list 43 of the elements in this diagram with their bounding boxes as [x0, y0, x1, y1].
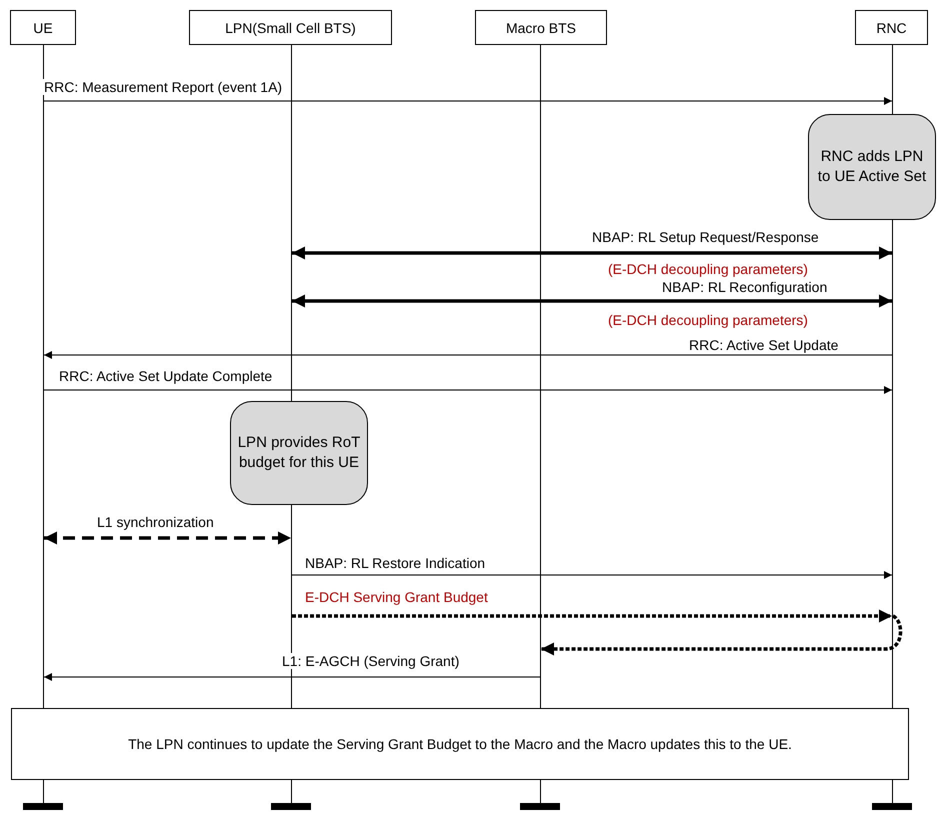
note-box [11, 708, 909, 780]
message-arrow [44, 532, 291, 544]
message-arrow [44, 97, 892, 105]
message-arrow [292, 294, 892, 308]
message-label: E-DCH Serving Grant Budget [303, 589, 490, 605]
message-label: RRC: Active Set Update [687, 337, 840, 353]
message-label: NBAP: RL Restore Indication [303, 555, 488, 571]
participant-box [189, 10, 392, 45]
lifeline [291, 45, 292, 803]
message-arrow [44, 351, 892, 359]
message-label: RRC: Active Set Update Complete [57, 368, 274, 384]
message-label: NBAP: RL Reconfiguration [660, 279, 830, 295]
note-text: The LPN continues to update the Serving Grant Budget to the Macro and the Macro updates this to the UE. [128, 736, 792, 752]
note-text: RNC adds LPN to UE Active Set [816, 146, 928, 187]
lifeline-end-bar [520, 803, 560, 810]
parameter-note: (E-DCH decoupling parameters) [606, 261, 810, 277]
note-box [230, 401, 368, 505]
message-arrow [44, 673, 540, 681]
message-arrow [541, 614, 902, 656]
message-label: L1 synchronization [95, 514, 216, 530]
participant-box [855, 10, 928, 45]
message-arrow [44, 386, 892, 394]
lifeline [540, 45, 541, 803]
lifeline-end-bar [271, 803, 311, 810]
lifeline-end-bar [23, 803, 63, 810]
lifeline [892, 45, 893, 803]
participant-box [475, 10, 607, 45]
message-label: RRC: Measurement Report (event 1A) [42, 79, 284, 95]
note-text: LPN provides RoT budget for this UE [236, 432, 362, 473]
note-box [808, 114, 936, 220]
lifeline [43, 45, 44, 803]
participant-label: LPN(Small Cell BTS) [225, 20, 356, 36]
participant-label: RNC [876, 20, 907, 36]
message-arrow [292, 571, 892, 579]
message-arrow [292, 246, 892, 260]
message-label: L1: E-AGCH (Serving Grant) [280, 653, 462, 669]
message-label: NBAP: RL Setup Request/Response [590, 229, 821, 245]
parameter-note: (E-DCH decoupling parameters) [606, 312, 810, 328]
participant-label: UE [33, 20, 53, 36]
lifeline-end-bar [872, 803, 912, 810]
participant-box [10, 10, 76, 45]
message-arrow [292, 610, 892, 622]
participant-label: Macro BTS [506, 20, 576, 36]
